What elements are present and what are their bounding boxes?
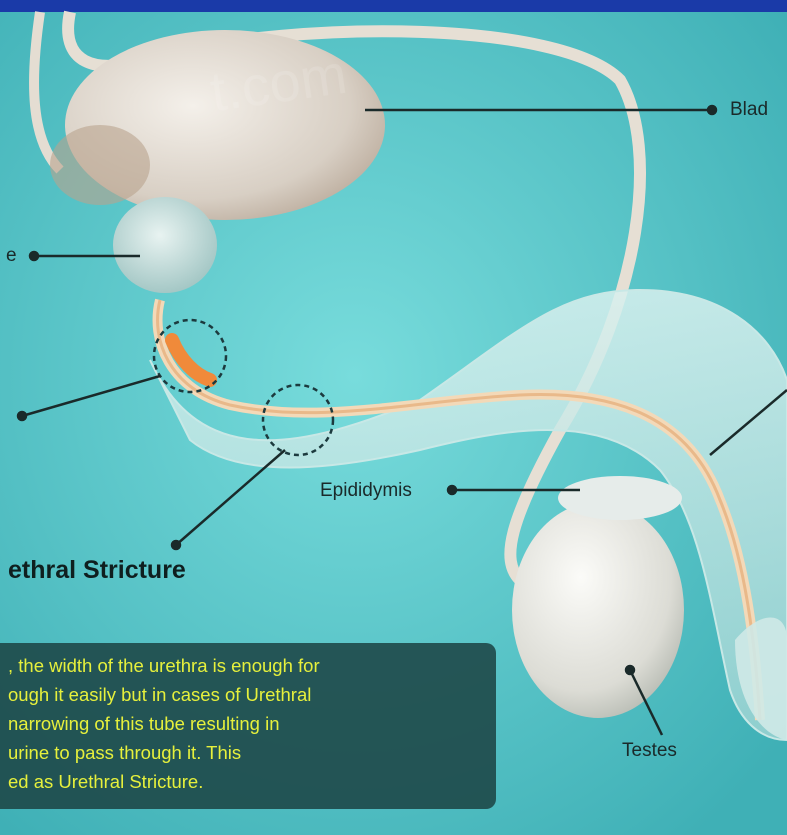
label-epididymis: Epididymis	[320, 480, 412, 502]
testis	[512, 502, 684, 718]
label-bladder: Blad	[730, 99, 768, 121]
caption-line-2: ough it easily but in cases of Urethral	[8, 680, 486, 709]
leader-stricture-2-dot	[172, 541, 180, 549]
leader-bladder-dot	[708, 106, 716, 114]
leader-prostate-dot	[30, 252, 38, 260]
label-prostate: e	[6, 245, 17, 267]
prostate	[113, 197, 217, 293]
leader-testes-dot	[626, 666, 634, 674]
leader-epididymis-dot	[448, 486, 456, 494]
diagram-title: ethral Stricture	[8, 556, 186, 585]
caption-line-1: , the width of the urethra is enough for	[8, 651, 486, 680]
caption-line-3: narrowing of this tube resulting in	[8, 709, 486, 738]
caption-box: , the width of the urethra is enough for…	[0, 643, 496, 809]
bladder-shadow	[50, 125, 150, 205]
label-testes: Testes	[622, 740, 677, 762]
epididymis	[558, 476, 682, 520]
caption-line-4: urine to pass through it. This	[8, 738, 486, 767]
top-bar	[0, 0, 787, 12]
caption-line-5: ed as Urethral Stricture.	[8, 767, 486, 796]
leader-stricture-1-dot	[18, 412, 26, 420]
